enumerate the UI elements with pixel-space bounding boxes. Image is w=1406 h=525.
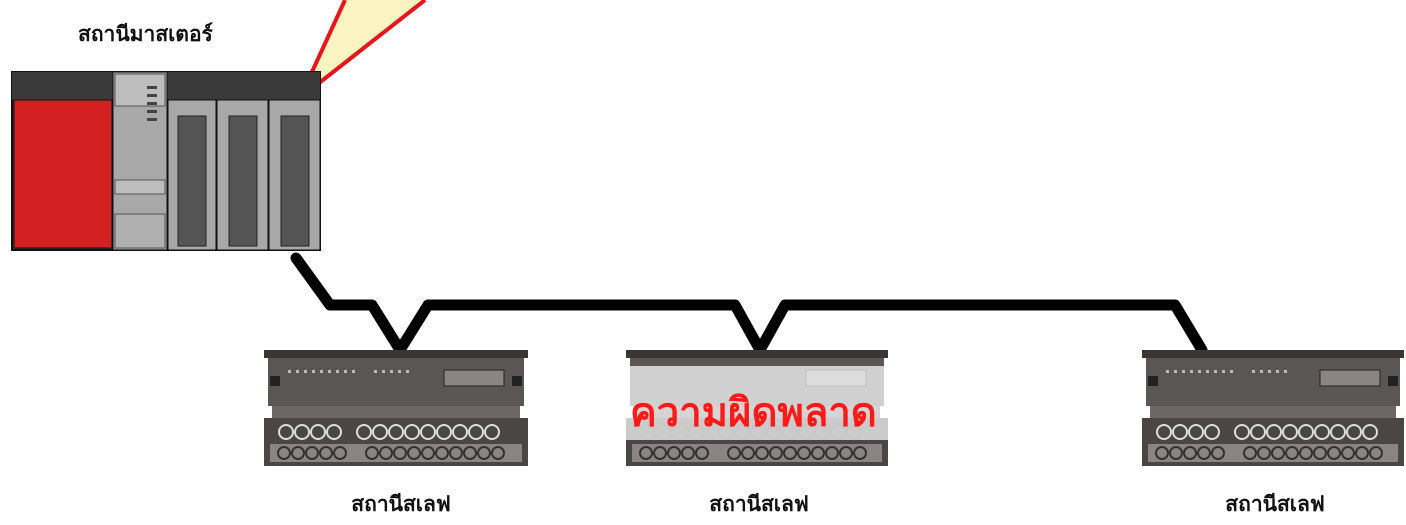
master-cpu-module: [13, 99, 113, 249]
slave-station-1: [264, 350, 528, 466]
master-io-module-2: [216, 99, 269, 251]
slave-station-label-2: สถานีสเลฟ: [709, 492, 809, 516]
network-cable: [290, 252, 1208, 356]
slave-station-label-3: สถานีสเลฟ: [1225, 492, 1325, 516]
master-plc: [11, 71, 321, 251]
error-overlay-ghost: [640, 424, 862, 440]
slave-station-label-1: สถานีสเลฟ: [351, 492, 451, 516]
error-status-text: ความผิดพลาด: [630, 390, 877, 436]
slave-station-3: [1142, 350, 1404, 466]
master-station-label: สถานีมาสเตอร์: [78, 22, 213, 46]
master-io-module-1: [167, 99, 217, 251]
error-overlay: [556, 366, 964, 440]
master-network-module: [268, 99, 321, 251]
